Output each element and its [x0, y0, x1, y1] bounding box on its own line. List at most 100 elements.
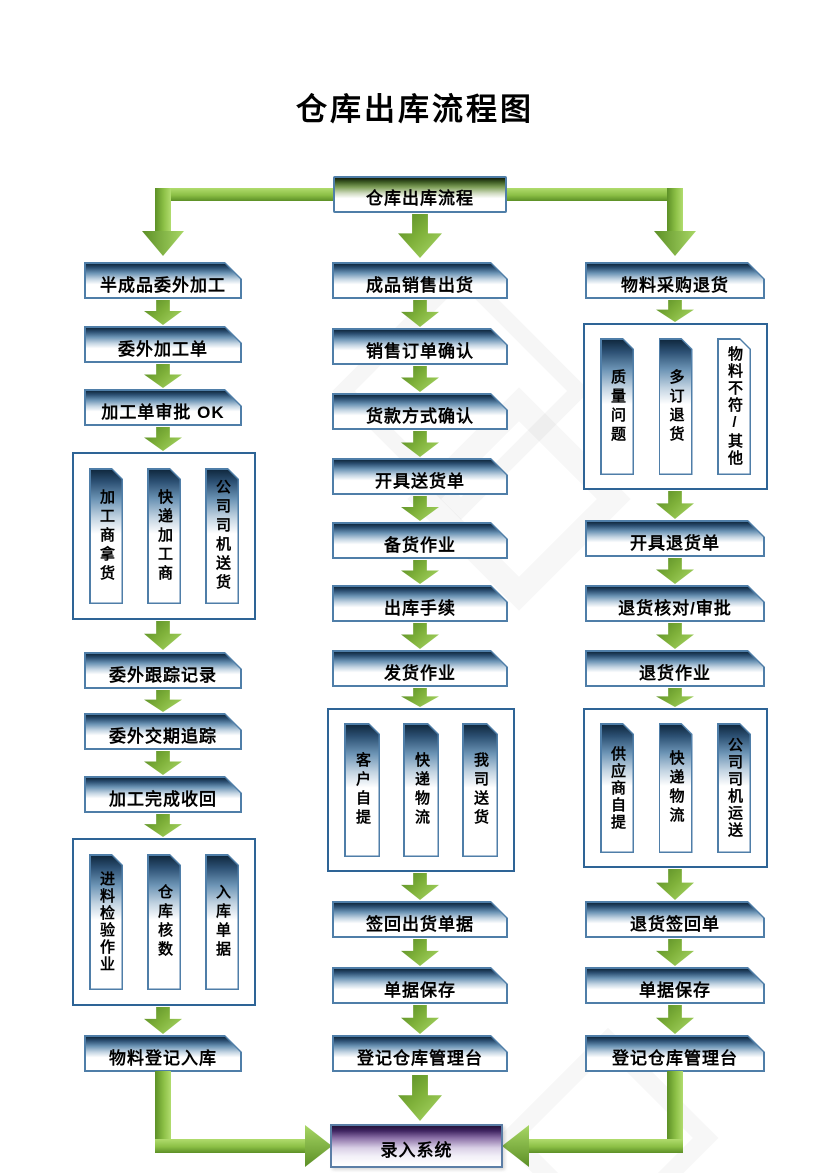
flow-node-middle-2: 销售订单确认: [332, 328, 508, 365]
connector-bar: [529, 1139, 683, 1153]
node-fill: [334, 652, 506, 685]
flow-node-left-6: 加工完成收回: [84, 776, 242, 813]
node-fill: [86, 778, 240, 811]
node-fill: [334, 264, 506, 297]
connector-bar: [667, 188, 683, 231]
node-label: 发货作业: [384, 663, 456, 683]
arrowhead-down-icon: [654, 231, 696, 256]
down-arrow-icon: [401, 496, 439, 521]
option-label: 公司司机运送: [726, 737, 743, 839]
option-group-middle-1: 客户自提 快递物流 我司送货: [327, 708, 515, 872]
node-label: 半成品委外加工: [100, 275, 226, 295]
node-fill: [587, 264, 763, 297]
plaque-fill: [149, 470, 180, 603]
plaque-fill: [346, 725, 379, 856]
option-label: 加工商拿货: [98, 488, 115, 584]
node-fill: [334, 969, 506, 1002]
option-group-left-1: 加工商拿货 快递加工商 公司司机送货: [72, 452, 256, 620]
page-title: 仓库出库流程图: [296, 92, 534, 127]
option-label: 物料不符/其他: [726, 346, 743, 467]
down-arrow-icon: [401, 560, 439, 584]
flow-node-middle-1: 成品销售出货: [332, 262, 508, 299]
flow-node-right-1: 物料采购退货: [585, 262, 765, 299]
root-node: 仓库出库流程: [333, 176, 507, 213]
flow-node-left-4: 委外跟踪记录: [84, 652, 242, 689]
node-label: 销售订单确认: [366, 341, 474, 361]
flow-node-left-3: 加工单审批 OK: [84, 389, 242, 426]
down-arrow-icon: [401, 300, 439, 327]
down-arrow-icon: [398, 214, 442, 258]
plaque-fill: [405, 725, 438, 856]
plaque-fill: [464, 725, 497, 856]
plaque-fill: [602, 340, 633, 474]
node-label: 单据保存: [639, 980, 711, 1000]
option-plaque: 快递物流: [403, 723, 439, 857]
connector-bar: [160, 188, 333, 201]
node-label: 登记仓库管理台: [357, 1048, 483, 1068]
flow-node-left-1: 半成品委外加工: [84, 262, 242, 299]
option-plaque: 快递加工商: [147, 468, 181, 604]
option-group-right-1: 质量问题 多订退货 物料不符/其他: [583, 323, 768, 490]
arrowhead-right-icon: [305, 1125, 332, 1167]
flow-node-right-7: 登记仓库管理台: [585, 1035, 765, 1072]
node-fill: [334, 395, 506, 428]
option-plaque: 客户自提: [344, 723, 380, 857]
node-label: 委外加工单: [118, 339, 208, 359]
connector-bar: [155, 1071, 171, 1153]
node-label: 退货核对/审批: [618, 598, 732, 618]
node-fill: [334, 903, 506, 936]
node-label: 开具送货单: [375, 471, 465, 491]
plaque-fill: [91, 470, 122, 603]
option-label: 进料检验作业: [98, 871, 115, 973]
node-fill: [86, 328, 240, 361]
down-arrow-icon: [401, 873, 439, 900]
plaque-fill: [602, 725, 633, 852]
node-fill: [587, 652, 763, 685]
down-arrow-icon: [144, 690, 182, 712]
option-plaque: 供应商自提: [600, 723, 634, 853]
plaque-fill: [660, 725, 691, 852]
node-label: 备货作业: [384, 535, 456, 555]
down-arrow-icon: [398, 1075, 442, 1121]
flow-node-left-5: 委外交期追踪: [84, 713, 242, 750]
node-fill: [587, 903, 763, 936]
flow-node-left-7: 物料登记入库: [84, 1035, 242, 1072]
flow-node-middle-8: 签回出货单据: [332, 901, 508, 938]
option-label: 快递加工商: [156, 488, 173, 584]
option-label: 供应商自提: [609, 745, 626, 831]
option-group-right-2: 供应商自提 快递物流 公司司机运送: [583, 708, 768, 868]
node-label: 出库手续: [384, 598, 456, 618]
down-arrow-icon: [656, 1005, 694, 1034]
option-label: 我司送货: [472, 752, 489, 828]
node-label: 货款方式确认: [366, 406, 474, 426]
node-fill: [334, 524, 506, 557]
flow-node-middle-4: 开具送货单: [332, 458, 508, 495]
flow-node-middle-3: 货款方式确认: [332, 393, 508, 430]
node-label: 单据保存: [384, 980, 456, 1000]
flow-node-middle-10: 登记仓库管理台: [332, 1035, 508, 1072]
plaque-fill: [719, 340, 750, 474]
node-label: 委外跟踪记录: [109, 665, 217, 685]
flow-node-middle-7: 发货作业: [332, 650, 508, 687]
root-node-label: 仓库出库流程: [366, 189, 474, 208]
option-plaque: 多订退货: [659, 338, 693, 475]
flow-node-middle-5: 备货作业: [332, 522, 508, 559]
option-plaque: 我司送货: [462, 723, 498, 857]
node-label: 加工单审批 OK: [101, 402, 225, 422]
flow-node-right-5: 退货签回单: [585, 901, 765, 938]
down-arrow-icon: [144, 751, 182, 775]
option-plaque: 质量问题: [600, 338, 634, 475]
connector-bar: [155, 188, 171, 231]
option-group-left-2: 进料检验作业 仓库核数 入库单据: [72, 838, 256, 1006]
option-label: 质量问题: [609, 368, 626, 445]
option-plaque: 快递物流: [659, 723, 693, 853]
flow-node-right-3: 退货核对/审批: [585, 585, 765, 622]
option-label: 快递物流: [667, 750, 685, 826]
node-fill: [86, 1037, 240, 1070]
node-fill: [334, 460, 506, 493]
option-label: 入库单据: [214, 884, 231, 960]
node-label: 签回出货单据: [366, 914, 474, 934]
option-label: 公司司机送货: [214, 479, 231, 593]
option-plaque: 物料不符/其他: [717, 338, 751, 475]
